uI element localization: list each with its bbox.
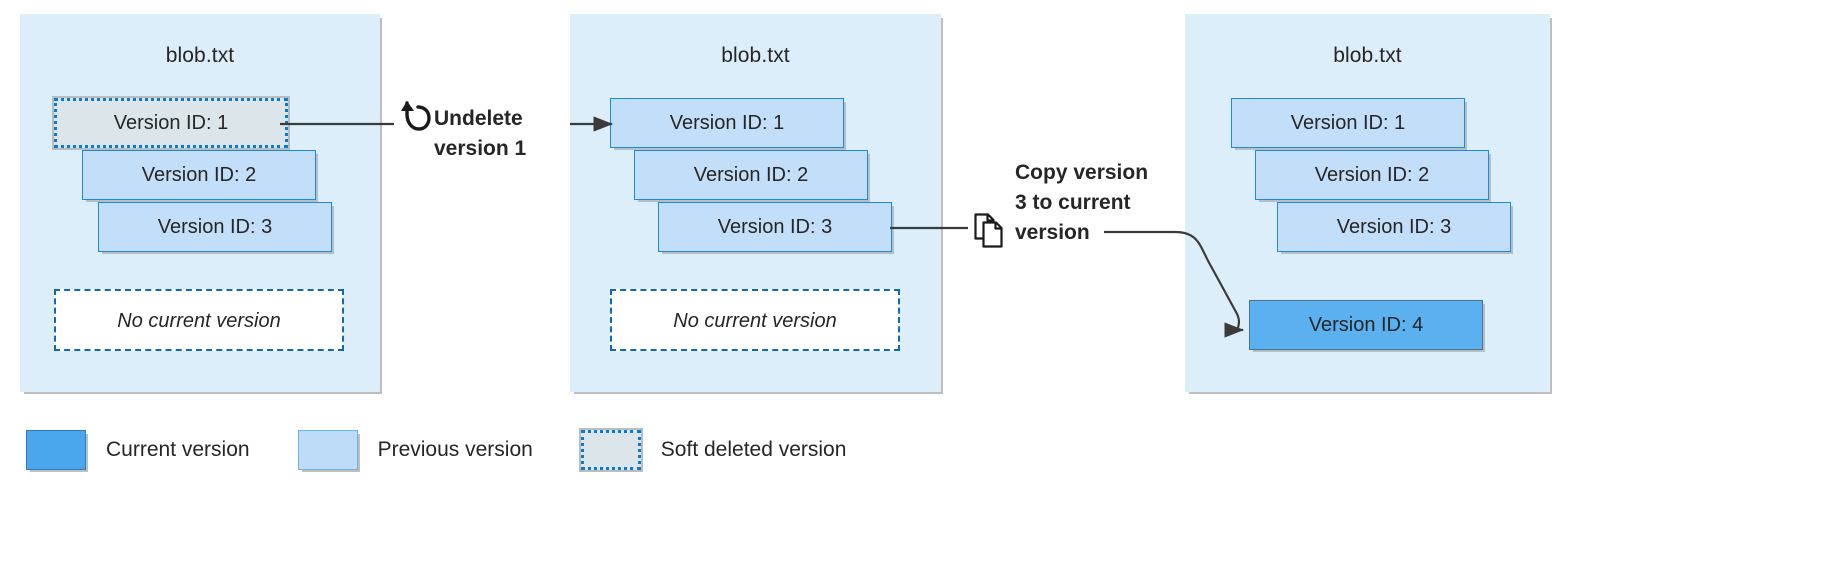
- version-label: Version ID: 1: [669, 112, 785, 134]
- panel-2-title: blob.txt: [721, 44, 790, 67]
- undo-icon: [401, 101, 431, 131]
- panel-1-version-1: Version ID: 1: [52, 96, 290, 150]
- version-label: Version ID: 2: [1314, 164, 1430, 186]
- legend-label-previous: Previous version: [377, 438, 533, 461]
- legend-swatch-current: [26, 430, 86, 470]
- panel-1-version-3: Version ID: 3: [98, 202, 332, 252]
- panel-3-version-3: Version ID: 3: [1277, 202, 1511, 252]
- version-label: Version ID: 4: [1308, 314, 1424, 336]
- legend-swatch-previous: [297, 430, 358, 470]
- legend-item-soft-deleted-version: Soft deleted version: [578, 428, 847, 472]
- panel-blob-soft-deleted: blob.txt Version ID: 1 Version ID: 2 Ver…: [20, 14, 380, 392]
- copy-icon: [974, 213, 1003, 248]
- panel-2-no-current-version: No current version: [610, 289, 900, 351]
- panel-3-current-version: Version ID: 4: [1249, 300, 1483, 350]
- callout-undelete-label: Undelete version 1: [434, 107, 527, 160]
- legend-item-current-version: Current version: [26, 430, 250, 470]
- panel-2-version-1: Version ID: 1: [610, 98, 844, 148]
- panel-1-no-current-version: No current version: [54, 289, 344, 351]
- legend: Current version Previous version Soft de…: [26, 420, 846, 480]
- version-label: Version ID: 3: [717, 216, 833, 238]
- panel-1-version-2: Version ID: 2: [82, 150, 316, 200]
- panel-blob-copied: blob.txt Version ID: 1 Version ID: 2 Ver…: [1185, 14, 1550, 392]
- version-label: Version ID: 1: [113, 112, 229, 134]
- version-label: Version ID: 3: [1336, 216, 1452, 238]
- panel-blob-undeleted: blob.txt Version ID: 1 Version ID: 2 Ver…: [570, 14, 941, 392]
- panel-3-version-1: Version ID: 1: [1231, 98, 1465, 148]
- version-label: Version ID: 3: [157, 216, 273, 238]
- callout-copy-label: Copy version 3 to current version: [1015, 161, 1149, 244]
- legend-item-previous-version: Previous version: [297, 430, 533, 470]
- version-label: Version ID: 2: [693, 164, 809, 186]
- legend-label-soft-deleted: Soft deleted version: [660, 438, 847, 461]
- panel-3-version-2: Version ID: 2: [1255, 150, 1489, 200]
- legend-label-current: Current version: [106, 438, 250, 461]
- version-label: Version ID: 2: [141, 164, 257, 186]
- panel-2-version-2: Version ID: 2: [634, 150, 868, 200]
- legend-swatch-soft-deleted: [578, 428, 643, 472]
- panel-3-title: blob.txt: [1333, 44, 1402, 67]
- panel-1-title: blob.txt: [165, 44, 235, 67]
- version-label: Version ID: 1: [1290, 112, 1406, 134]
- panel-2-version-3: Version ID: 3: [658, 202, 892, 252]
